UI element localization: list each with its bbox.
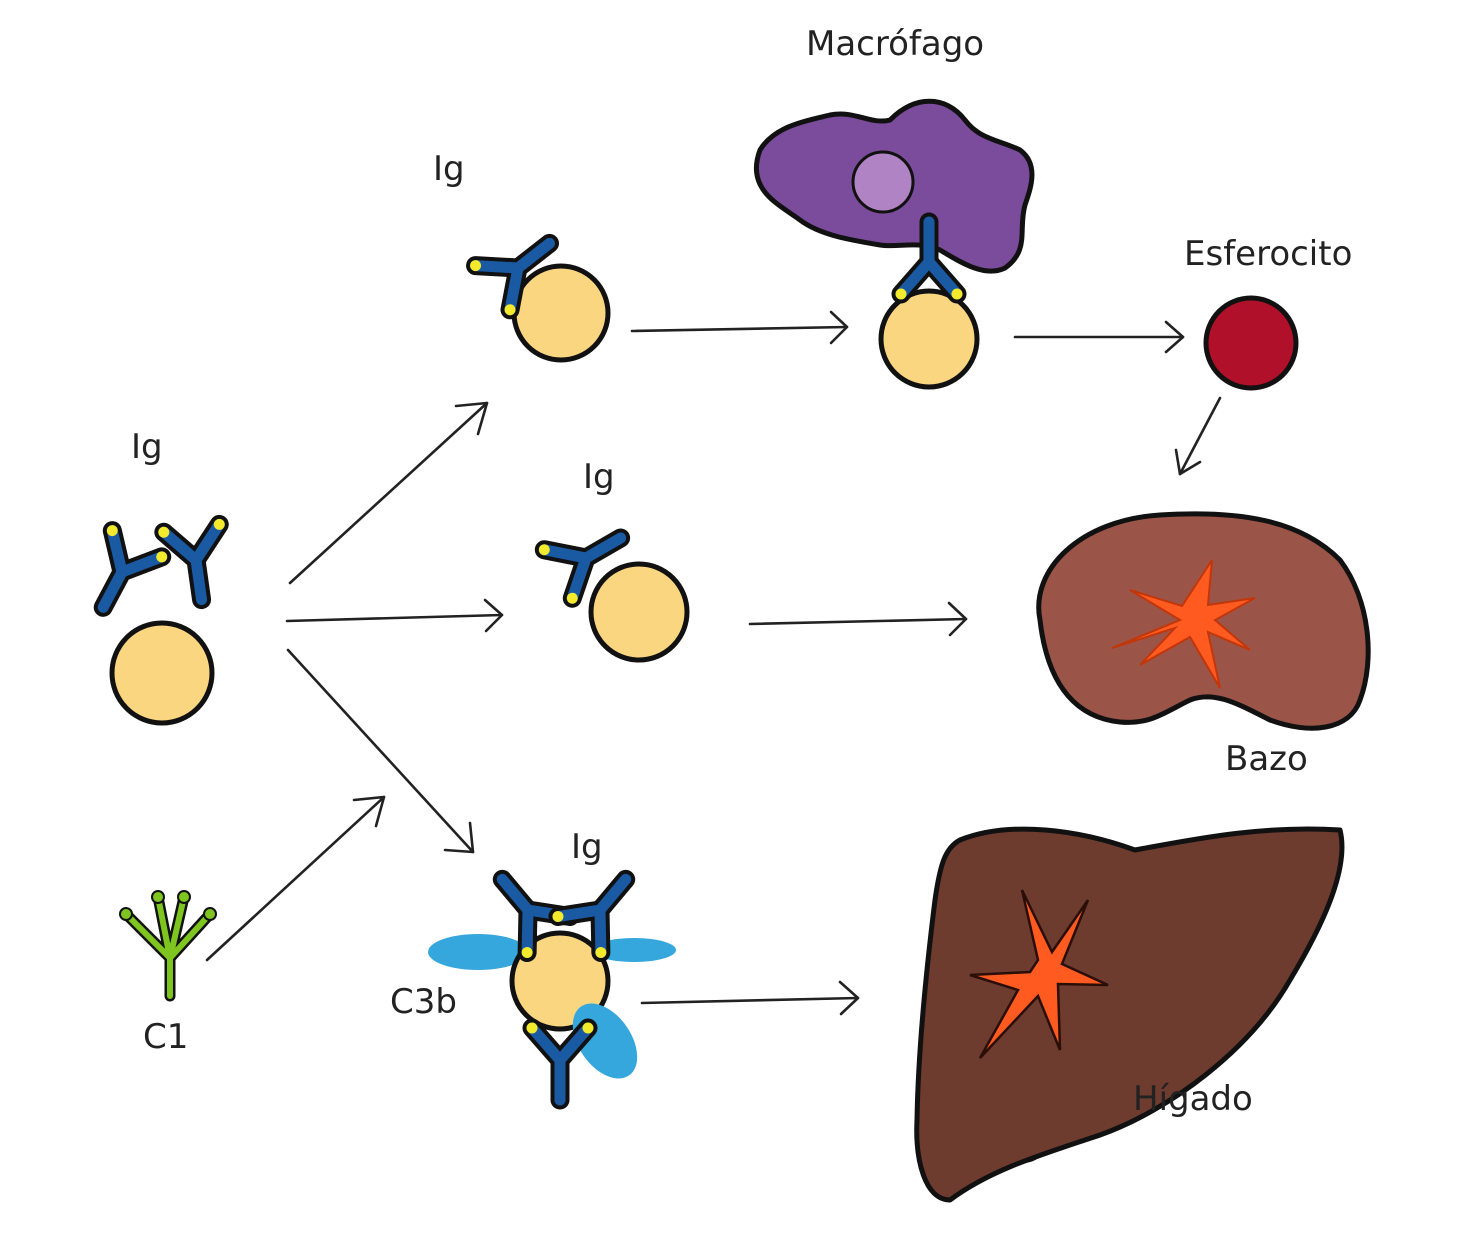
arrow-middle-to-spleen [748, 601, 968, 637]
spherocyte [1203, 295, 1299, 391]
spleen-core [1111, 559, 1256, 689]
c3b-right [592, 938, 676, 962]
arrow-to-middle [285, 598, 504, 633]
arrow-c1-to-bottom [205, 795, 386, 962]
arrow-spherocyte-to-spleen [1174, 396, 1222, 476]
label-macrophage: Macrófago [806, 24, 985, 64]
red-cell-top [511, 263, 611, 363]
label-ig-middle: Ig [583, 457, 615, 497]
c3b-left [428, 934, 528, 970]
label-c3b: C3b [390, 982, 457, 1022]
label-ig-left: Ig [131, 427, 163, 467]
label-spherocyte: Esferocito [1184, 234, 1353, 274]
free-antibody-left [74, 523, 170, 623]
arrow-to-top [288, 401, 489, 585]
red-cell-middle [588, 561, 690, 663]
liver [914, 826, 1345, 1203]
red-cell-left [109, 620, 215, 726]
label-ig-bottom: Ig [571, 827, 603, 867]
liver-core [969, 889, 1109, 1059]
antibody-bottom-lower [527, 1023, 594, 1101]
arrow-bottom-to-liver [640, 980, 860, 1016]
label-c1: C1 [143, 1017, 189, 1057]
label-liver: Hígado [1133, 1079, 1253, 1119]
label-spleen: Bazo [1225, 739, 1308, 779]
red-cell-macrophage [878, 288, 980, 390]
c1-complex [119, 890, 217, 1002]
label-ig-top: Ig [433, 149, 465, 189]
macrophage-nucleus [851, 150, 915, 214]
arrow-top-to-macrophage [630, 310, 849, 345]
arrow-to-bottom [286, 648, 475, 854]
arrow-macrophage-to-spherocyte [1013, 320, 1185, 354]
